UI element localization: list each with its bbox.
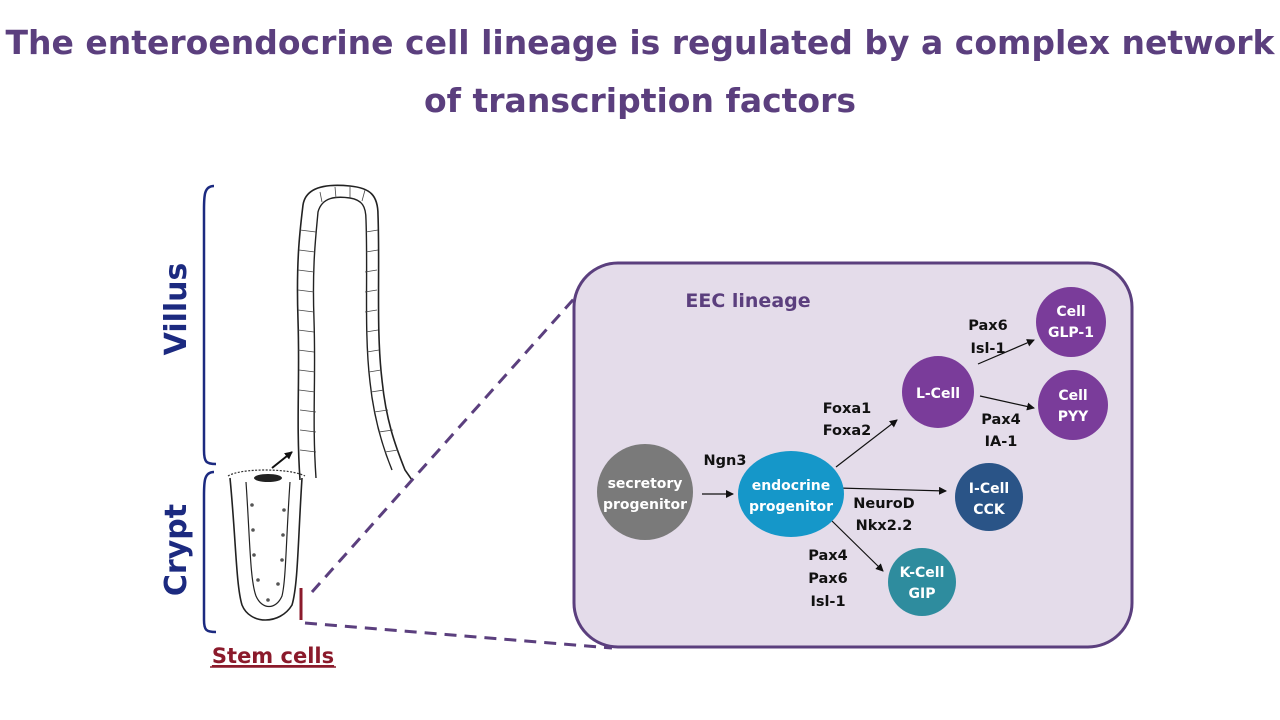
panel-heading: EEC lineage [685, 290, 810, 312]
factor-pax4-ia1: Pax4 IA-1 [981, 412, 1020, 450]
svg-text:Ngn3: Ngn3 [704, 453, 747, 469]
page-title: The enteroendocrine cell lineage is regu… [5, 23, 1275, 120]
villus-label: Villus [159, 263, 194, 356]
zoom-line-bottom [304, 621, 613, 650]
svg-text:Foxa2: Foxa2 [823, 423, 872, 439]
arrow-foxa [835, 419, 898, 468]
eec-lineage-panel [572, 261, 1134, 649]
svg-text:GLP-1: GLP-1 [1048, 325, 1094, 341]
svg-text:GIP: GIP [909, 586, 936, 602]
node-i-cell: I-Cell CCK [955, 463, 1023, 531]
arrow-glp1 [977, 339, 1035, 365]
crypt-bracket [202, 470, 217, 634]
factor-neurod-nkx22: NeuroD Nkx2.2 [853, 496, 914, 534]
factor-foxa: Foxa1 Foxa2 [823, 401, 872, 439]
svg-text:Isl-1: Isl-1 [970, 341, 1005, 357]
svg-text:CCK: CCK [973, 502, 1006, 518]
svg-text:secretory: secretory [608, 476, 683, 492]
svg-text:progenitor: progenitor [749, 499, 833, 515]
svg-text:Pax6: Pax6 [968, 318, 1007, 334]
svg-text:Nkx2.2: Nkx2.2 [856, 518, 913, 534]
svg-text:PYY: PYY [1058, 409, 1089, 425]
arrow-neurod [837, 486, 947, 495]
svg-text:L-Cell: L-Cell [916, 386, 960, 402]
svg-text:K-Cell: K-Cell [900, 565, 945, 581]
arrow-kcell [831, 520, 884, 572]
factor-pax6-isl1: Pax6 Isl-1 [968, 318, 1007, 357]
svg-text:IA-1: IA-1 [985, 434, 1018, 450]
svg-text:Cell: Cell [1056, 304, 1085, 320]
svg-text:Pax4: Pax4 [981, 412, 1020, 428]
svg-text:Pax6: Pax6 [808, 571, 847, 587]
svg-text:Pax4: Pax4 [808, 548, 847, 564]
crypt-label: Crypt [159, 504, 194, 596]
factor-ngn3: Ngn3 [704, 453, 747, 469]
svg-text:progenitor: progenitor [603, 497, 687, 513]
node-glp1-cell: Cell GLP-1 [1036, 287, 1106, 357]
svg-text:NeuroD: NeuroD [853, 496, 914, 512]
zoom-line-top [310, 291, 582, 593]
villus-crypt-illustration [227, 184, 413, 621]
svg-text:Cell: Cell [1058, 388, 1087, 404]
arrow-pyy [979, 395, 1035, 411]
factor-pax4-pax6-isl1: Pax4 Pax6 Isl-1 [808, 548, 847, 610]
node-pyy-cell: Cell PYY [1038, 370, 1108, 440]
node-l-cell: L-Cell [902, 356, 974, 428]
stem-cells-label: Stem cells [212, 644, 334, 668]
svg-text:Foxa1: Foxa1 [823, 401, 872, 417]
svg-text:endocrine: endocrine [752, 478, 831, 494]
node-secretory-progenitor: secretory progenitor [597, 444, 693, 540]
svg-text:I-Cell: I-Cell [969, 481, 1009, 497]
node-endocrine-progenitor: endocrine progenitor [738, 451, 844, 537]
node-k-cell: K-Cell GIP [888, 548, 956, 616]
villus-bracket [202, 184, 217, 466]
svg-text:Isl-1: Isl-1 [810, 594, 845, 610]
